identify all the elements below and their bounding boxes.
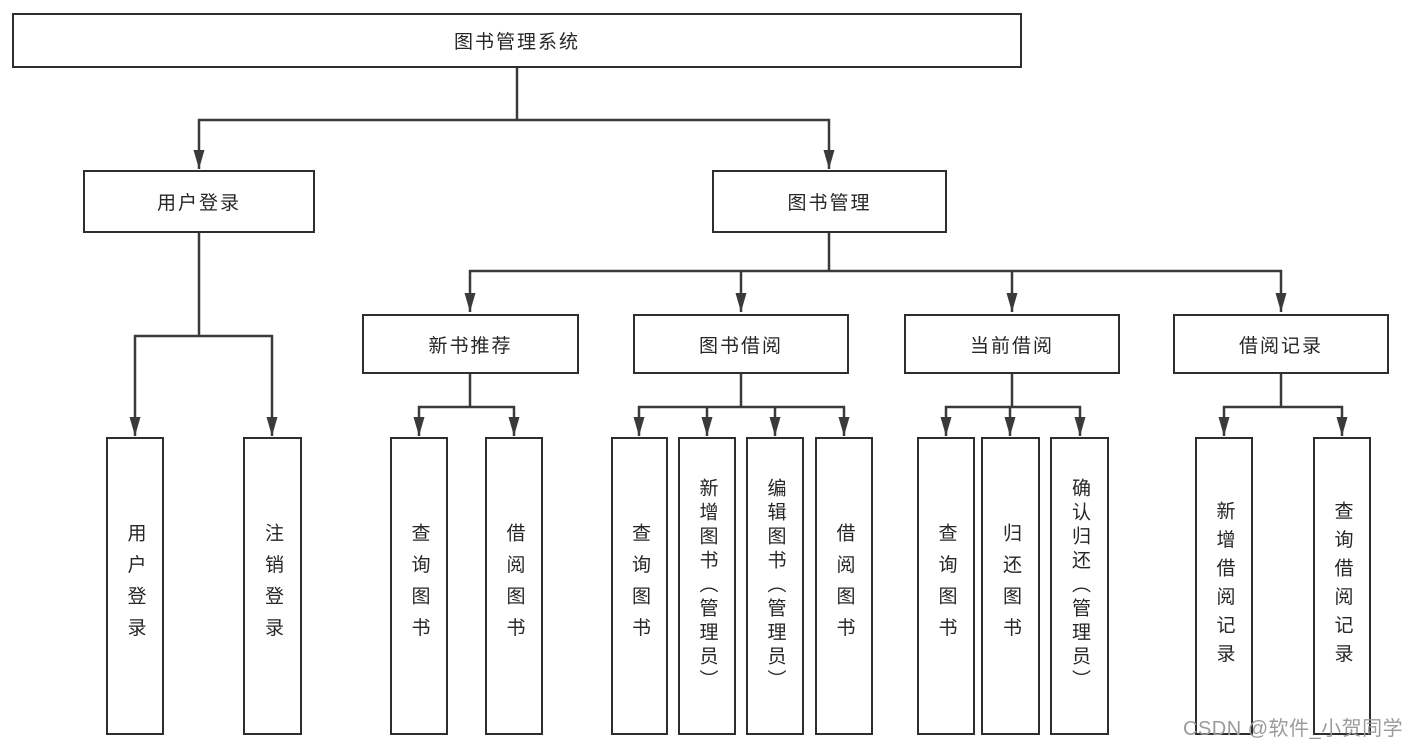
leaf-current-confirm-return-admin: 确认归还（管理员）: [1050, 437, 1109, 735]
node-borrowing-records-label: 借阅记录: [1238, 335, 1323, 357]
node-new-book-recommend: 新书推荐: [362, 314, 579, 374]
leaf-logout: 注销登录: [243, 437, 302, 735]
node-current-borrowing: 当前借阅: [904, 314, 1120, 374]
leaf-borrow-query-books: 查询图书: [611, 437, 668, 735]
node-new-book-recommend-label: 新书推荐: [428, 335, 513, 357]
node-user-login: 用户登录: [83, 170, 315, 233]
node-book-borrowing: 图书借阅: [633, 314, 849, 374]
leaf-borrow-edit-books-admin: 编辑图书（管理员）: [746, 437, 804, 735]
leaf-borrow-add-books-admin: 新增图书（管理员）: [678, 437, 736, 735]
leaf-current-query-books: 查询图书: [917, 437, 975, 735]
node-current-borrowing-label: 当前借阅: [969, 335, 1054, 357]
node-book-management-label: 图书管理: [787, 193, 872, 214]
node-borrowing-records: 借阅记录: [1173, 314, 1389, 374]
csdn-watermark: CSDN @软件_小贺同学: [1183, 718, 1404, 740]
node-user-login-label: 用户登录: [156, 193, 241, 214]
leaf-records-query-borrow-record: 查询借阅记录: [1313, 437, 1371, 735]
leaf-records-add-borrow-record: 新增借阅记录: [1195, 437, 1253, 735]
node-library-system: 图书管理系统: [12, 13, 1022, 68]
leaf-newbook-query-books: 查询图书: [390, 437, 448, 735]
leaf-user-login: 用户登录: [106, 437, 164, 735]
node-book-borrowing-label: 图书借阅: [698, 335, 783, 357]
leaf-newbook-borrow-books: 借阅图书: [485, 437, 543, 735]
node-book-management: 图书管理: [712, 170, 947, 233]
leaf-current-return-books: 归还图书: [981, 437, 1040, 735]
node-library-system-label: 图书管理系统: [453, 32, 580, 53]
leaf-borrow-borrow-books: 借阅图书: [815, 437, 873, 735]
